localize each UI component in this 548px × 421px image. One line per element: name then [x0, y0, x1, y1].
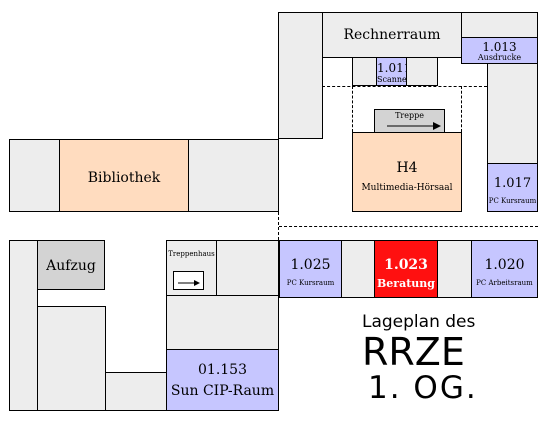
room-1011-left-cell — [352, 57, 377, 86]
treppenhaus-arrow-icon — [178, 280, 200, 286]
rechnerraum-label: Rechnerraum — [343, 27, 441, 43]
room-1011[interactable]: 1.011 Scanner — [376, 57, 412, 86]
room-1013-number: 1.013 — [482, 40, 517, 54]
stair-treppe: Treppe — [374, 109, 445, 133]
dashed-line-mid-corridor — [279, 226, 538, 227]
room-left-inner — [37, 306, 106, 411]
room-h4[interactable]: H4 Multimedia-Hörsaal — [352, 132, 462, 212]
room-1023-number: 1.023 — [384, 257, 428, 273]
room-top-right-corner — [461, 12, 538, 38]
dashed-line-left-vertical — [352, 86, 353, 132]
room-01153-number: 01.153 — [198, 362, 247, 378]
room-1025-number: 1.025 — [290, 257, 331, 273]
legend-floor: 1. OG. — [368, 370, 478, 406]
room-1020-name: PC Arbeitsraum — [476, 279, 533, 287]
room-far-left — [9, 139, 60, 212]
treppe-arrow-icon — [387, 122, 441, 130]
treppenhaus-label: Treppenhaus — [168, 250, 215, 258]
room-h4-number: H4 — [396, 160, 418, 176]
treppenhaus-stair-box — [173, 271, 204, 290]
room-bibliothek[interactable]: Bibliothek — [59, 139, 189, 212]
room-1017-name: PC Kursraum — [488, 197, 537, 205]
room-rechnerraum[interactable]: Rechnerraum — [322, 12, 462, 58]
room-next-to-bibliothek — [188, 139, 279, 212]
room-aufzug[interactable]: Aufzug — [37, 240, 105, 290]
legend-line1: Lageplan des — [362, 312, 476, 332]
room-1017[interactable]: 1.017 PC Kursraum — [487, 163, 538, 212]
room-treppenhaus: Treppenhaus — [166, 240, 217, 296]
room-01153-name: Sun CIP-Raum — [170, 383, 275, 399]
room-1020[interactable]: 1.020 PC Arbeitsraum — [471, 240, 538, 298]
room-bottom-small — [105, 372, 168, 411]
dashed-line-upper-corridor — [322, 86, 487, 87]
room-1013[interactable]: 1.013 Ausdrucke — [461, 37, 538, 64]
room-1023-name: Beratung — [377, 277, 435, 290]
room-top-left-block — [278, 12, 323, 139]
room-right-of-treppenhaus — [216, 240, 279, 296]
room-right-column — [487, 63, 538, 164]
room-1011-name: Scanner — [377, 75, 411, 84]
room-1017-number: 1.017 — [493, 176, 532, 191]
room-1011-right-cell — [406, 57, 438, 86]
room-between-1023-1020 — [437, 240, 472, 298]
room-corridor-block — [166, 295, 279, 350]
treppe-label: Treppe — [395, 111, 424, 120]
bibliothek-label: Bibliothek — [87, 170, 161, 186]
room-left-lower — [9, 240, 38, 411]
room-1013-name: Ausdrucke — [477, 53, 522, 62]
legend-rrze: RRZE — [362, 330, 465, 374]
dashed-line-lower-vertical — [278, 212, 279, 240]
room-1020-number: 1.020 — [484, 257, 525, 273]
room-1023[interactable]: 1.023 Beratung — [374, 240, 438, 298]
dashed-line-right-vertical — [461, 86, 462, 132]
aufzug-label: Aufzug — [46, 258, 96, 274]
room-1011-number: 1.011 — [377, 61, 412, 75]
room-01153[interactable]: 01.153 Sun CIP-Raum — [166, 349, 279, 411]
room-h4-name: Multimedia-Hörsaal — [361, 183, 453, 193]
room-between-1025-1023 — [341, 240, 375, 298]
room-1025-name: PC Kursraum — [286, 279, 335, 287]
room-1025[interactable]: 1.025 PC Kursraum — [279, 240, 342, 298]
